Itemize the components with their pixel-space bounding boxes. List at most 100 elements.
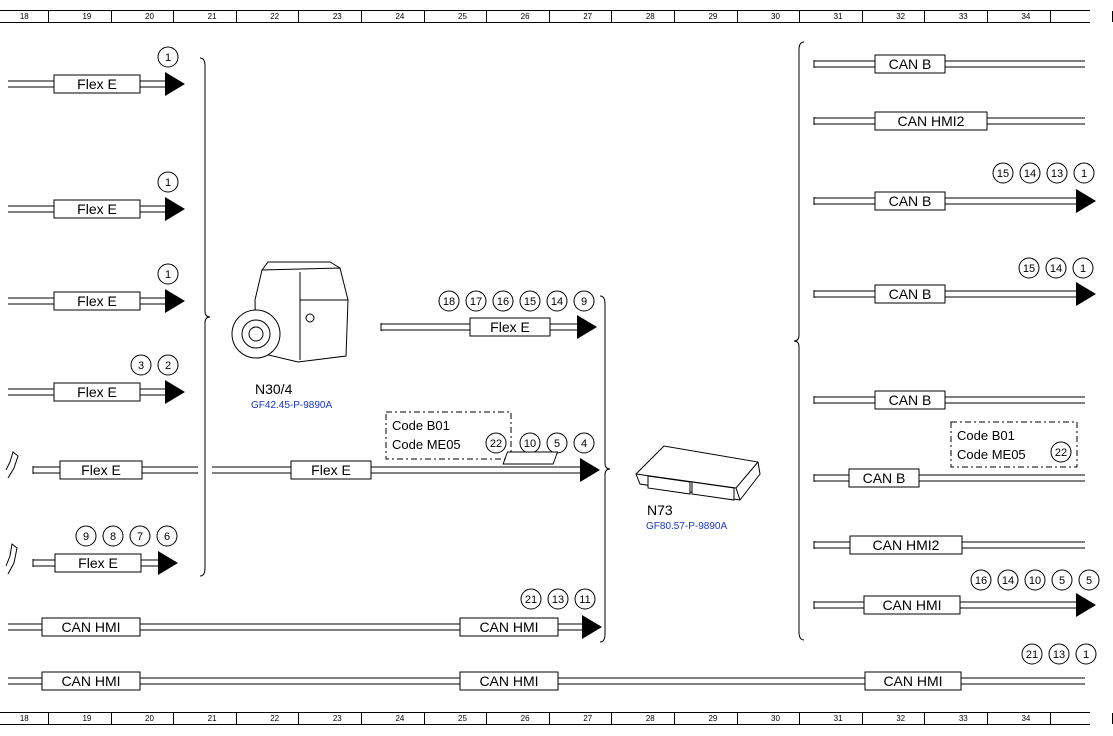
- ruler-column-30: 30: [771, 714, 780, 723]
- component-label-n73: N73: [647, 502, 673, 518]
- ruler-column-23: 23: [332, 714, 342, 723]
- left-flex-e-label-6-label: Flex E: [78, 555, 118, 571]
- center-can-badge: [520, 588, 542, 610]
- center-can-hmi-label-right: [459, 617, 559, 637]
- right-row-3-badge: [992, 162, 1014, 184]
- bottom-right-badge-number: 21: [1026, 649, 1038, 661]
- right-can-b-wire-2-label-label: CAN B: [889, 193, 932, 209]
- center-flex-badge-number: 18: [443, 296, 455, 308]
- ruler-tick: [736, 11, 738, 22]
- module-n30-4-icon: [231, 261, 349, 363]
- ruler-column-19: 19: [82, 714, 92, 723]
- ruler-column-31: 31: [833, 714, 843, 723]
- left-flex-e-label-3-label: Flex E: [77, 293, 117, 309]
- left-row-4-badge-number: 2: [165, 360, 171, 372]
- center-can-badge-number: 11: [579, 594, 590, 606]
- module-n73-icon: [502, 445, 761, 501]
- center-flex-e-label-2-label: Flex E: [311, 462, 351, 478]
- ruler-tick: [361, 11, 362, 22]
- ruler-tick: [799, 11, 801, 22]
- right-row-8-badge-number: 14: [1002, 575, 1014, 587]
- ruler-tick: [110, 11, 112, 22]
- bottom-right-badge-number: 1: [1083, 649, 1089, 661]
- brace-n30-4: [199, 57, 211, 577]
- ruler-column-29: 29: [708, 12, 718, 21]
- right-can-hmi-wire-label: [863, 595, 961, 615]
- right-can-b-wire-1-label-label: CAN B: [889, 56, 932, 72]
- center-can-hmi-label-right-label: CAN HMI: [479, 619, 538, 635]
- center-can-hmi-label-left-label: CAN HMI: [61, 619, 120, 635]
- right-can-b-wire-3-arrowhead: [1076, 282, 1096, 306]
- ruler-tick: [674, 11, 675, 22]
- ruler-column-25: 25: [458, 12, 467, 21]
- center-flex-badge-number: 14: [551, 296, 563, 308]
- ruler-column-28: 28: [645, 714, 655, 723]
- right-row-3-badge-number: 1: [1081, 168, 1087, 180]
- center-flex-badge-number: 9: [581, 296, 587, 308]
- left-flex-e-wire-2-arrowhead: [165, 197, 185, 221]
- center-code-badge: [573, 432, 595, 454]
- right-row-3-badge: [1019, 162, 1041, 184]
- right-row-8-badge: [1024, 569, 1046, 591]
- ruler-column-19: 19: [82, 12, 92, 21]
- right-row-8-badge-number: 16: [975, 575, 987, 587]
- center-flex-e-label-1: [469, 317, 551, 337]
- center-flex-badge: [546, 290, 568, 312]
- ruler-column-18: 18: [19, 12, 29, 21]
- ruler-column-26: 26: [520, 714, 530, 723]
- connector-plug-icon: [5, 451, 19, 479]
- right-can-hmi2-wire-2-label-label: CAN HMI2: [873, 537, 940, 553]
- left-row-6-badge: [129, 525, 151, 547]
- center-can-badge: [574, 588, 596, 610]
- ruler-tick: [861, 713, 863, 724]
- ruler-tick: [987, 713, 988, 724]
- ruler-column-24: 24: [395, 714, 405, 723]
- bottom-can-hmi-label-3-label: CAN HMI: [883, 673, 942, 689]
- ruler-tick: [173, 11, 175, 22]
- center-flex-e-wire-2-arrowhead: [580, 458, 600, 482]
- ruler-column-34: 34: [1021, 714, 1031, 723]
- center-flex-badge: [492, 290, 514, 312]
- ruler-column-27: 27: [583, 12, 593, 21]
- right-row-8-badge: [970, 569, 992, 591]
- left-flex-e-label-4-label: Flex E: [77, 384, 117, 400]
- center-code-badge-number: 10: [524, 438, 536, 450]
- bottom-right-badge: [1021, 643, 1043, 665]
- right-row-3-badge-number: 14: [1024, 168, 1036, 180]
- ruler-tick: [486, 713, 488, 724]
- code-box-center-line1: Code B01: [392, 418, 450, 433]
- ruler-tick: [924, 713, 926, 724]
- right-row-4-badge-number: 14: [1050, 263, 1062, 275]
- ruler-tick: [173, 713, 175, 724]
- center-flex-badge: [465, 290, 487, 312]
- right-can-b-wire-3-label: [874, 284, 946, 304]
- left-flex-e-wire-4-arrowhead: [165, 380, 185, 404]
- center-flex-e-label-1-label: Flex E: [490, 319, 530, 335]
- ruler-tick: [298, 11, 300, 22]
- ruler-column-28: 28: [645, 12, 655, 21]
- ruler-column-33: 33: [958, 714, 968, 723]
- left-flex-e-label-6: [54, 553, 142, 573]
- ruler-tick: [987, 11, 988, 22]
- code-box-right-line1: Code B01: [957, 428, 1015, 443]
- right-row-4-badge-number: 1: [1080, 263, 1086, 275]
- ruler-column-30: 30: [771, 12, 780, 21]
- right-can-b-wire-4-label: [874, 390, 946, 410]
- right-row-4-badge: [1045, 257, 1067, 279]
- right-row-8-badge: [1051, 569, 1073, 591]
- bottom-can-hmi-label-1: [41, 671, 141, 691]
- component-ref-link-n30-4[interactable]: GF42.45-P-9890A: [251, 400, 333, 411]
- right-can-b-wire-2-arrowhead: [1076, 189, 1096, 213]
- right-row-4-badge: [1072, 257, 1094, 279]
- bottom-right-badge-number: 13: [1053, 649, 1065, 661]
- center-flex-badge-number: 16: [497, 296, 509, 308]
- center-flex-e-label-2: [290, 460, 372, 480]
- component-ref-link-n73[interactable]: GF80.57-P-9890A: [646, 521, 728, 532]
- left-flex-e-label-2-label: Flex E: [77, 201, 117, 217]
- left-row-3-badge-number: 1: [165, 269, 171, 281]
- ruler-tick: [674, 713, 675, 724]
- left-row-6-badge-number: 8: [110, 531, 116, 543]
- right-can-hmi-wire-arrowhead: [1076, 593, 1096, 617]
